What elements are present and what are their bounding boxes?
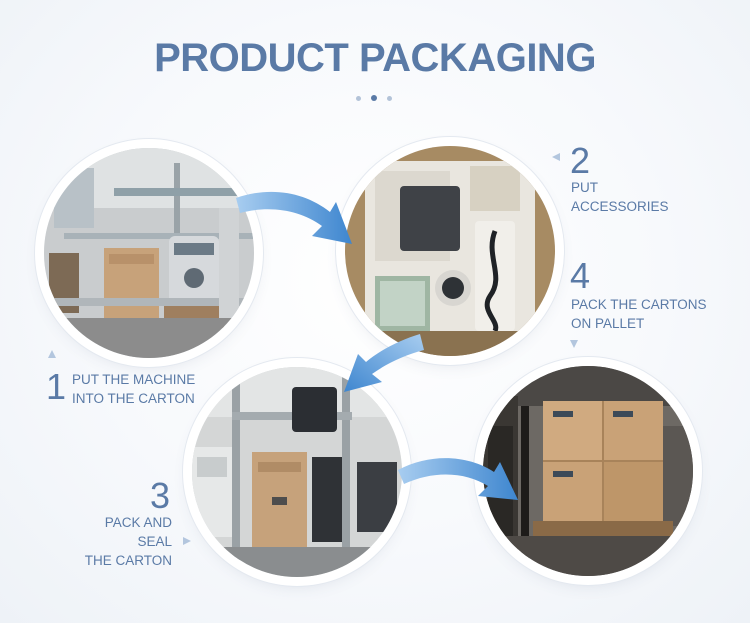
step-label-1: PUT THE MACHINE INTO THE CARTON — [72, 370, 195, 408]
dot-indicator — [387, 96, 392, 101]
step-label-1-line1: PUT THE MACHINE — [72, 372, 196, 387]
step-label-4-line2: ON PALLET — [571, 316, 645, 331]
triangle-marker-step4 — [570, 340, 578, 348]
step-label-4: PACK THE CARTONS ON PALLET — [571, 295, 707, 333]
step-number-1: 1 — [46, 366, 67, 407]
step-number-2: 2 — [570, 140, 591, 181]
arrow-step1-to-step2 — [236, 191, 352, 244]
dot-indicator — [356, 96, 361, 101]
pagination-dots — [356, 95, 396, 103]
page-title: PRODUCT PACKAGING — [154, 36, 596, 80]
triangle-marker-step3 — [183, 537, 191, 545]
dot-indicator-active — [371, 95, 377, 101]
step-number-4: 4 — [570, 255, 591, 296]
step-label-2: PUT ACCESSORIES — [571, 178, 669, 216]
photo-put-accessories — [345, 146, 555, 356]
step-label-3-line2: THE CARTON — [84, 553, 172, 568]
step-label-4-line1: PACK THE CARTONS — [571, 297, 707, 312]
step-label-2-line2: ACCESSORIES — [571, 199, 669, 214]
step-label-1-line2: INTO THE CARTON — [72, 391, 195, 406]
photo-pack-and-seal-carton — [192, 367, 402, 577]
step-label-2-line1: PUT — [571, 180, 598, 195]
step-number-3: 3 — [150, 475, 171, 516]
photo-pack-cartons-on-pallet — [483, 366, 693, 576]
step-label-3: PACK AND SEAL THE CARTON — [68, 513, 172, 570]
step-label-3-line1: PACK AND SEAL — [104, 515, 172, 549]
photo-put-machine-into-carton — [44, 148, 254, 358]
triangle-marker-step2 — [552, 153, 560, 161]
triangle-marker-step1 — [48, 350, 56, 358]
